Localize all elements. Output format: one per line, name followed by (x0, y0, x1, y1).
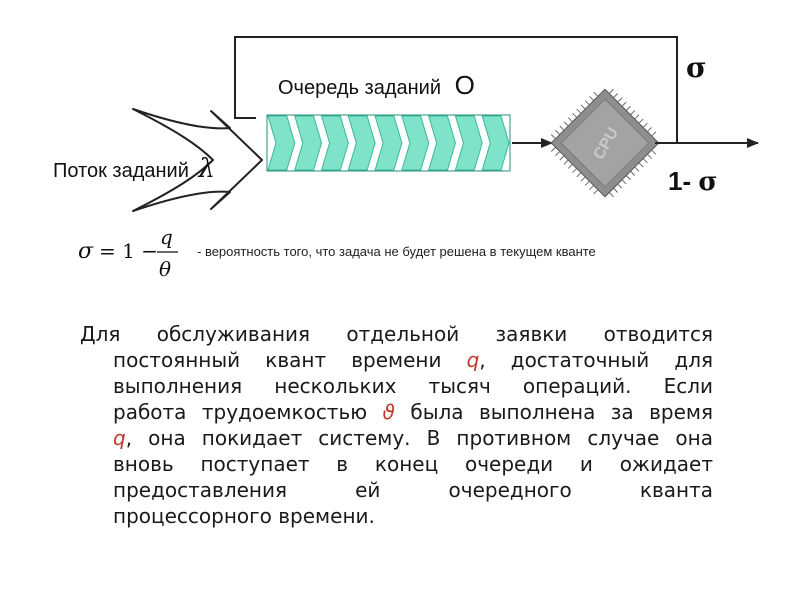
formula-lhs: σ (78, 239, 94, 264)
quantum-symbol: q (113, 426, 126, 450)
feedback-label: σ (686, 51, 707, 84)
paragraph-line: Для обслуживания отдельной заявки отводи… (80, 322, 713, 346)
queue-slots (267, 115, 510, 171)
formula-caption: - вероятность того, что задача не будет … (197, 244, 596, 259)
queue-slot (481, 115, 510, 171)
probability-formula: σ = 1 − q θ - вероятность того, что зада… (78, 225, 596, 281)
paragraph-line: работа трудоемкостью ϑ была выполнена за… (113, 400, 714, 424)
queue-symbol: O (455, 70, 475, 100)
paragraph-line: процессорного времени. (113, 504, 375, 528)
paragraph-line: постоянный квант времени q, достаточный … (113, 348, 714, 372)
queue-slot (427, 115, 456, 171)
queue-slot (267, 115, 296, 171)
queue-slot (320, 115, 349, 171)
queue-slot (294, 115, 323, 171)
formula-denominator: θ (159, 257, 171, 281)
cpu-chip: CPU (550, 88, 660, 198)
formula-equals: = 1 − (99, 239, 158, 263)
paragraph-line: вновь поступает в конец очереди и ожидае… (113, 452, 713, 476)
paragraph-line: предоставления ей очередного кванта (113, 478, 713, 502)
output-label-prefix: 1- (668, 166, 691, 196)
queue-slot (454, 115, 483, 171)
incoming-stream-arrow (132, 108, 263, 212)
output-label-symbol: σ (698, 167, 717, 197)
svg-text:Очередь заданий O: Очередь заданий O (278, 70, 475, 100)
stream-symbol: λ (197, 154, 214, 184)
quantum-symbol: q (466, 348, 480, 372)
queue-diagram: CPU Очередь заданий O Поток заданий λ σ … (53, 36, 759, 281)
paragraph-line: q, она покидает систему. В противном слу… (113, 426, 713, 450)
description-paragraph: Для обслуживания отдельной заявки отводи… (80, 321, 713, 529)
stream-label: Поток заданий (53, 160, 189, 182)
formula-numerator: q (160, 225, 173, 249)
work-symbol: ϑ (382, 400, 395, 424)
paragraph-line: выполнения нескольких тысяч операций. Ес… (113, 374, 713, 398)
queue-label: Очередь заданий (278, 77, 441, 99)
queue-slot (401, 115, 430, 171)
svg-text:Поток заданий λ: Поток заданий λ (53, 154, 215, 184)
feedback-loop-line (234, 36, 678, 143)
queue-slot (374, 115, 403, 171)
svg-text:1- σ: 1- σ (668, 166, 718, 197)
queue-slot (347, 115, 376, 171)
